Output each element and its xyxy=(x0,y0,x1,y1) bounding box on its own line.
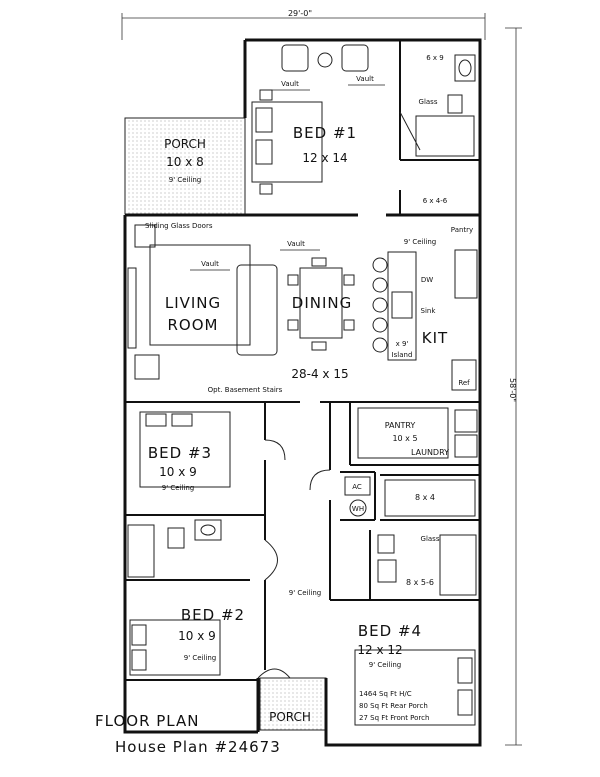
bed2-label: BED #2 xyxy=(181,606,245,624)
pantry-label: PANTRY xyxy=(385,421,416,430)
bath1-size: 6 x 9 xyxy=(426,54,444,62)
hall-ceiling: 9' Ceiling xyxy=(289,589,322,597)
vault-arrows xyxy=(190,84,385,271)
bed4-ceiling: 9' Ceiling xyxy=(369,661,402,669)
pantry-size: 10 x 5 xyxy=(392,434,417,443)
width-dimension: 29'-0" xyxy=(288,9,312,18)
bath1-glass: Glass xyxy=(419,98,438,106)
kitchen-dw: DW xyxy=(421,276,433,284)
island-size: x 9' xyxy=(396,340,409,348)
closet1-size: 6 x 4-6 xyxy=(423,197,448,205)
living-label-2: ROOM xyxy=(168,316,219,334)
bed2-ceiling: 9' Ceiling xyxy=(184,654,217,662)
bed3-label: BED #3 xyxy=(148,444,212,462)
bath4-size: 8 x 5-6 xyxy=(406,578,434,587)
porch-left-size: 10 x 8 xyxy=(166,155,204,169)
laundry-label: LAUNDRY xyxy=(411,448,449,457)
dining-vault: Vault xyxy=(287,240,305,248)
interior-walls xyxy=(125,40,480,681)
great-room-size: 28-4 x 15 xyxy=(291,367,348,381)
stat-front-porch: 27 Sq Ft Front Porch xyxy=(359,714,429,722)
bed3-ceiling: 9' Ceiling xyxy=(162,484,195,492)
bed4-label: BED #4 xyxy=(358,622,422,640)
bed2-size: 10 x 9 xyxy=(178,629,216,643)
porch-left-ceiling: 9' Ceiling xyxy=(169,176,202,184)
basement-stairs-label: Opt. Basement Stairs xyxy=(208,386,283,394)
porch-front-label: PORCH xyxy=(269,710,311,724)
kitchen-label: KIT xyxy=(422,329,448,347)
island-label: Island xyxy=(392,351,413,359)
bed1-vault-2: Vault xyxy=(356,75,374,83)
closet4-size: 8 x 4 xyxy=(415,493,435,502)
bath4-glass: Glass xyxy=(421,535,440,543)
kitchen-sink: Sink xyxy=(421,307,437,315)
ac-label: AC xyxy=(352,483,362,491)
living-label-1: LIVING xyxy=(165,294,221,312)
stat-rear-porch: 80 Sq Ft Rear Porch xyxy=(359,702,428,710)
fixtures xyxy=(127,44,478,726)
dimension-lines xyxy=(121,13,522,746)
fridge-label: Ref xyxy=(458,379,470,387)
bed1-vault-1: Vault xyxy=(281,80,299,88)
wh-label: WH xyxy=(352,505,364,513)
stat-hc: 1464 Sq Ft H/C xyxy=(359,690,412,698)
bed1-label: BED #1 xyxy=(293,124,357,142)
exterior-walls xyxy=(123,38,482,747)
sliding-doors-label: Sliding Glass Doors xyxy=(145,222,213,230)
footer-title: FLOOR PLAN xyxy=(95,712,199,730)
footer-plan-number: House Plan #24673 xyxy=(115,738,281,756)
kitchen-pantry: Pantry xyxy=(451,226,473,234)
dining-label: DINING xyxy=(292,294,352,312)
bed4-size: 12 x 12 xyxy=(357,643,402,657)
living-vault: Vault xyxy=(201,260,219,268)
porch-left-label: PORCH xyxy=(164,137,206,151)
kitchen-ceiling: 9' Ceiling xyxy=(404,238,437,246)
bed3-size: 10 x 9 xyxy=(159,465,197,479)
bed1-size: 12 x 14 xyxy=(302,151,347,165)
height-dimension: 58'-0" xyxy=(508,378,517,402)
